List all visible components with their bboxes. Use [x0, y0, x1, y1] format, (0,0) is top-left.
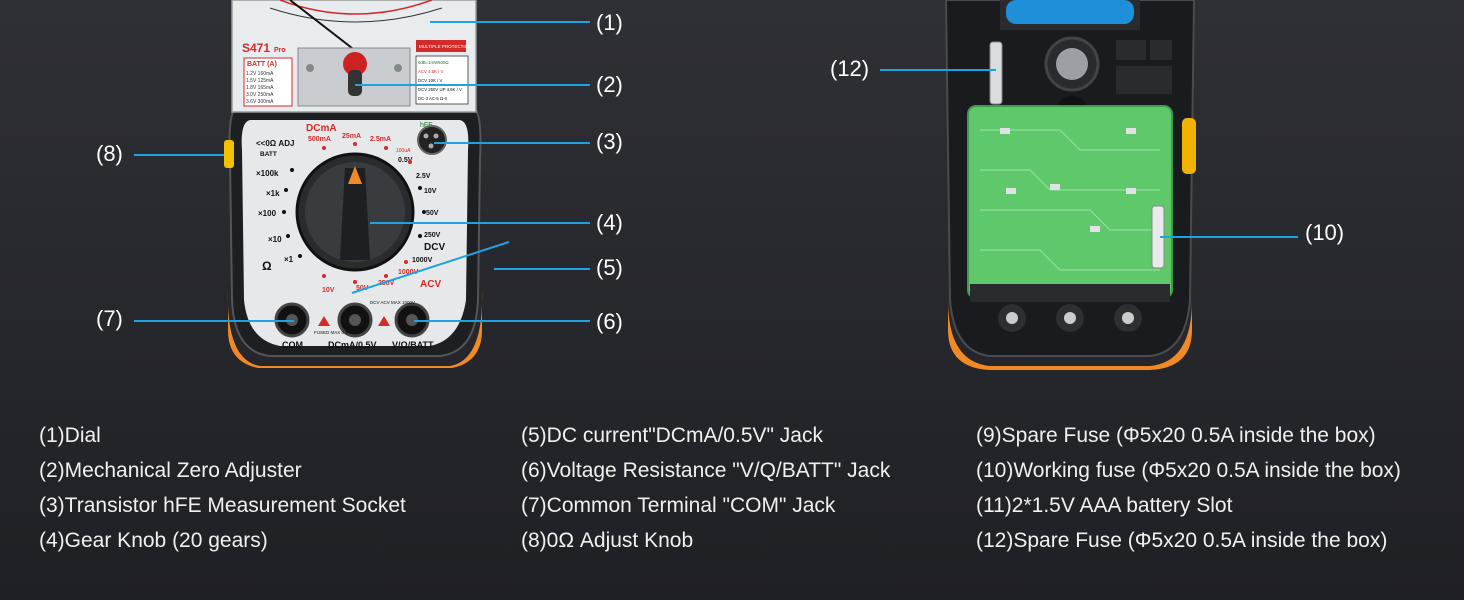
range-label: 1000V: [412, 257, 433, 264]
legend-item: (1)Dial: [39, 424, 101, 447]
range-label: 10V: [322, 287, 335, 294]
multimeter-front: S471 Pro BATT (A) 1.2V 160mA 1.5V 125mA …: [224, 0, 483, 368]
leader-line-4: [370, 222, 590, 224]
model-suffix: Pro: [274, 47, 286, 54]
adj-label: <<0Ω ADJ: [256, 139, 294, 148]
range-label: ×1k: [266, 189, 280, 198]
leader-line-8: [134, 154, 224, 156]
leader-line-1: [430, 21, 590, 23]
range-label: 2.5V: [416, 173, 431, 180]
callout-1: (1): [596, 10, 623, 35]
range-label: 10V: [424, 188, 437, 195]
range-label: 250V: [424, 232, 441, 239]
spec-row: ACV 4.5K / V: [418, 69, 443, 74]
range-label: 2.5mA: [370, 136, 391, 143]
range-label: 25mA: [342, 133, 361, 140]
legend-item: (6)Voltage Resistance "V/Q/BATT" Jack: [521, 459, 891, 482]
ohm-label: Ω: [262, 259, 272, 273]
callout-2: (2): [596, 72, 623, 97]
batt-row: 3.0V 250mA: [246, 92, 274, 98]
leader-line-7: [134, 320, 294, 322]
dcma-label: DCmA: [306, 123, 337, 134]
leader-line-3: [434, 142, 590, 144]
legend-item: (4)Gear Knob (20 gears): [39, 529, 268, 552]
spec-row: DCV 10K / V: [418, 78, 442, 83]
range-label: ×100: [258, 209, 277, 218]
spec-row: DC-3 AC-5 Ω-0: [418, 96, 448, 101]
leader-line-6: [414, 320, 590, 322]
fused-label: FUSED MAX 0.5A: [314, 330, 351, 335]
legend-item: (3)Transistor hFE Measurement Socket: [39, 494, 406, 517]
range-label: BATT: [260, 151, 277, 158]
zero-adjust-knob: [224, 140, 234, 168]
pcb-board: [967, 105, 1173, 299]
batt-row: 3.6V 300mA: [246, 99, 274, 105]
callout-5: (5): [596, 255, 623, 280]
spec-row: DCV 250V UP 4.5K / V: [418, 87, 462, 92]
range-label: 250V: [378, 280, 395, 287]
callout-7: (7): [96, 306, 123, 331]
protection-badge: MULTIPLE PROTECTION: [419, 44, 471, 49]
legend-item: (12)Spare Fuse (Φ5x20 0.5A inside the bo…: [976, 529, 1388, 552]
callout-3: (3): [596, 129, 623, 154]
batt-row: 1.5V 125mA: [246, 78, 274, 84]
leader-line-5: [494, 268, 590, 270]
callout-6: (6): [596, 309, 623, 334]
batt-table-title: BATT (A): [247, 61, 277, 68]
dcv-max-label: DCV ACV MAX 1000V: [370, 300, 415, 305]
legend-item: (2)Mechanical Zero Adjuster: [39, 459, 302, 482]
callout-8: (8): [96, 141, 123, 166]
multimeter-back: [944, 0, 1196, 370]
legend-item: (5)DC current"DCmA/0.5V" Jack: [521, 424, 823, 447]
range-label: ×10: [268, 235, 282, 244]
legend-item: (10)Working fuse (Φ5x20 0.5A inside the …: [976, 459, 1401, 482]
model-label: S471: [242, 41, 270, 55]
acv-label: ACV: [420, 279, 441, 290]
callout-12: (12): [830, 56, 870, 81]
range-label: 50V: [426, 210, 439, 217]
legend-item: (11)2*1.5V AAA battery Slot: [976, 494, 1233, 517]
hfe-socket: [417, 125, 447, 155]
callout-4: (4): [596, 210, 623, 235]
jack-label-vohm: V/Ω/BATT: [392, 340, 434, 350]
batt-row: 1.2V 160mA: [246, 71, 274, 77]
dcv-label: DCV: [424, 242, 445, 253]
legend-column-3: (9)Spare Fuse (Φ5x20 0.5A inside the box…: [976, 418, 1401, 558]
batt-row: 1.8V 165mA: [246, 85, 274, 91]
legend-column-1: (1)Dial (2)Mechanical Zero Adjuster (3)T…: [39, 418, 406, 558]
legend-item: (8)0Ω Adjust Knob: [521, 529, 694, 552]
legend-column-2: (5)DC current"DCmA/0.5V" Jack (6)Voltage…: [521, 418, 890, 558]
legend-item: (9)Spare Fuse (Φ5x20 0.5A inside the box…: [976, 424, 1376, 447]
leader-line-10: [1160, 236, 1298, 238]
range-label: ×1: [284, 255, 294, 264]
range-label: ×100k: [256, 169, 279, 178]
spec-row: 0dB=1mW600Ω: [418, 60, 449, 65]
callout-10: (10): [1305, 220, 1345, 245]
battery: [1006, 0, 1134, 24]
range-label: 0.5V: [398, 157, 413, 164]
jack-label-com: COM: [282, 340, 303, 350]
range-label: 100uA: [396, 148, 411, 154]
jack-label-dcma: DCmA/0.5V: [328, 340, 377, 350]
leader-line-2: [355, 84, 590, 86]
leader-line-12: [880, 69, 996, 71]
spare-fuse-top: [989, 41, 1003, 105]
range-label: 500mA: [308, 136, 331, 143]
hfe-label: hFE: [420, 122, 433, 129]
legend-item: (7)Common Terminal "COM" Jack: [521, 494, 836, 517]
